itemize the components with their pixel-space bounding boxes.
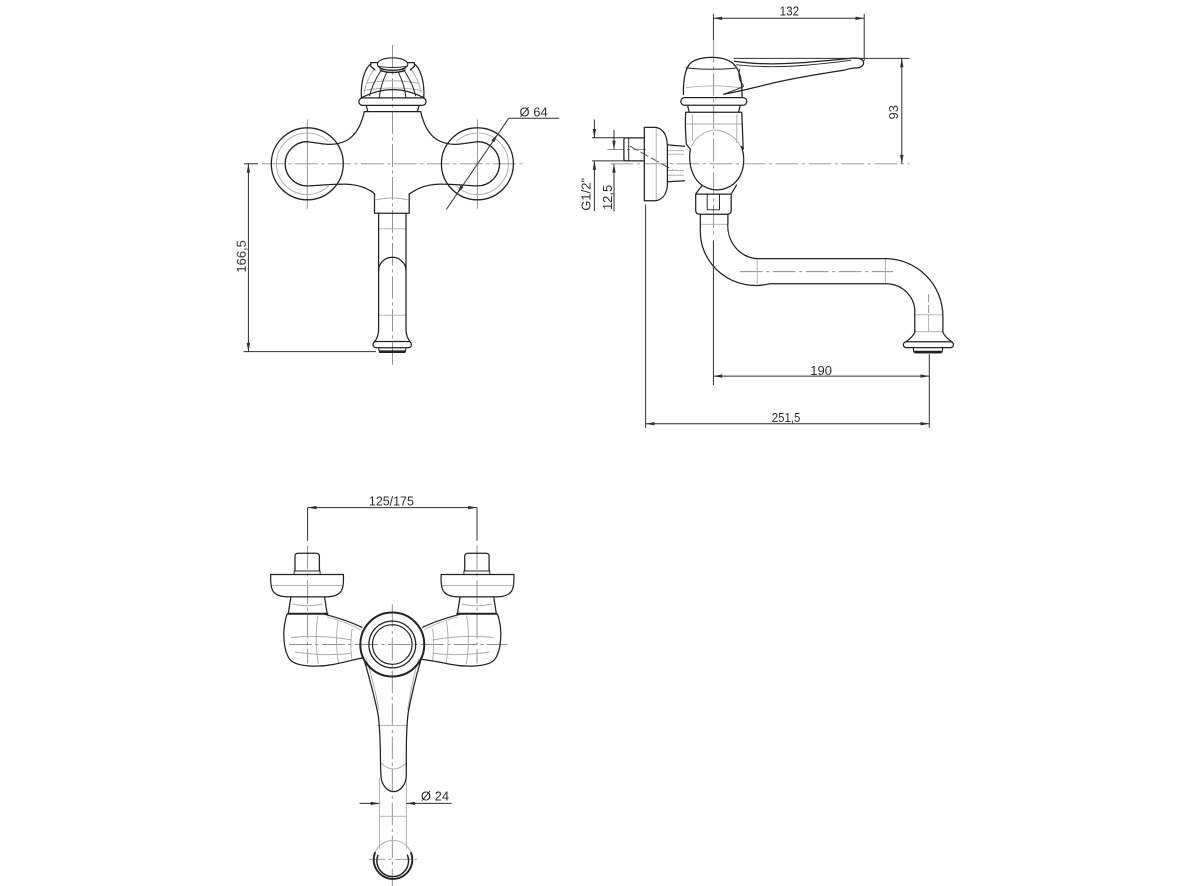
svg-text:Ø 64: Ø 64: [520, 104, 548, 119]
svg-text:125/175: 125/175: [369, 494, 414, 509]
svg-text:G1/2": G1/2": [578, 178, 593, 211]
svg-text:190: 190: [810, 363, 832, 378]
svg-text:251,5: 251,5: [772, 410, 801, 425]
svg-text:132: 132: [780, 3, 800, 18]
svg-text:93: 93: [886, 105, 901, 119]
svg-text:166,5: 166,5: [234, 240, 249, 273]
svg-text:Ø 24: Ø 24: [421, 789, 449, 804]
svg-text:12,5: 12,5: [600, 185, 615, 210]
